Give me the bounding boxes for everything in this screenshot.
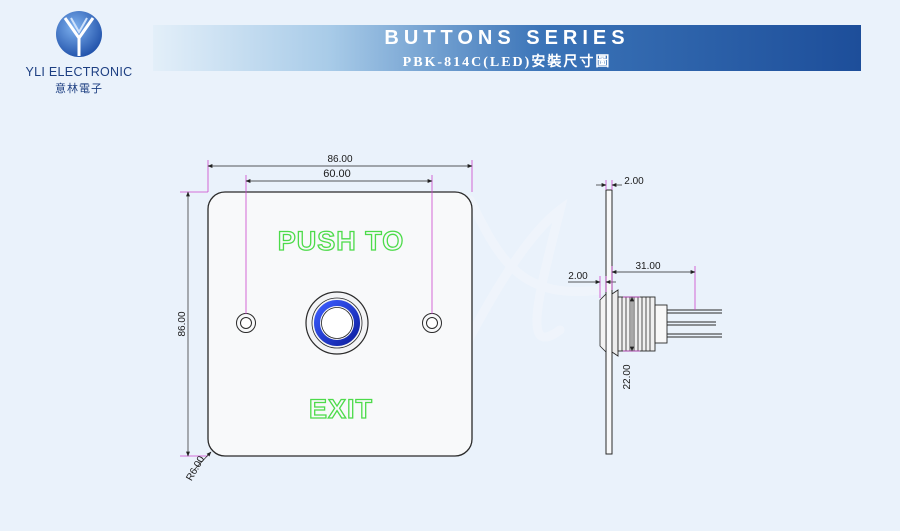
front-view: PUSH TO EXIT 86.00 xyxy=(177,154,473,483)
body-diameter-dimension: 22.00 xyxy=(622,296,640,390)
brand-name: YLI ELECTRONIC xyxy=(25,65,133,79)
body-length-dimension: 31.00 xyxy=(611,261,696,310)
terminals xyxy=(667,309,722,338)
plate-thickness-dimension: 2.00 xyxy=(596,176,644,190)
threaded-body xyxy=(617,296,668,352)
title-banner: BUTTONS SERIES PBK-814C(LED)安裝尺寸圖 xyxy=(153,25,861,71)
mounting-hole-left xyxy=(236,313,256,333)
corner-radius-label: R6.00 xyxy=(184,454,207,483)
hole-spacing-dimension: 60.00 xyxy=(245,168,433,314)
side-view: 2.00 2.00 31.00 22.00 xyxy=(568,176,722,455)
company-logo: YLI ELECTRONIC 意林電子 xyxy=(14,10,144,95)
body-diameter-label: 22.00 xyxy=(622,364,633,389)
height-dimension-label: 86.00 xyxy=(177,311,188,336)
plate-thickness-label: 2.00 xyxy=(624,176,644,187)
push-to-label: PUSH TO xyxy=(278,226,405,256)
model-title: PBK-814C(LED)安裝尺寸圖 xyxy=(402,55,612,70)
yli-logo-icon xyxy=(56,11,102,57)
side-plate xyxy=(605,189,613,455)
series-title: BUTTONS SERIES xyxy=(384,27,630,49)
push-button-led-ring xyxy=(305,291,369,355)
bezel-dimension: 2.00 xyxy=(568,271,616,298)
height-dimension: 86.00 xyxy=(177,191,208,457)
width-dimension-label: 86.00 xyxy=(327,154,352,165)
hole-spacing-label: 60.00 xyxy=(323,168,351,180)
side-bezel xyxy=(611,289,619,357)
mounting-hole-right xyxy=(422,313,442,333)
brand-name-chinese: 意林電子 xyxy=(55,83,103,95)
width-dimension: 86.00 xyxy=(207,154,473,192)
corner-radius-dimension: R6.00 xyxy=(184,451,212,483)
body-length-label: 31.00 xyxy=(635,261,660,272)
exit-label: EXIT xyxy=(309,394,373,424)
bezel-label: 2.00 xyxy=(568,271,588,282)
